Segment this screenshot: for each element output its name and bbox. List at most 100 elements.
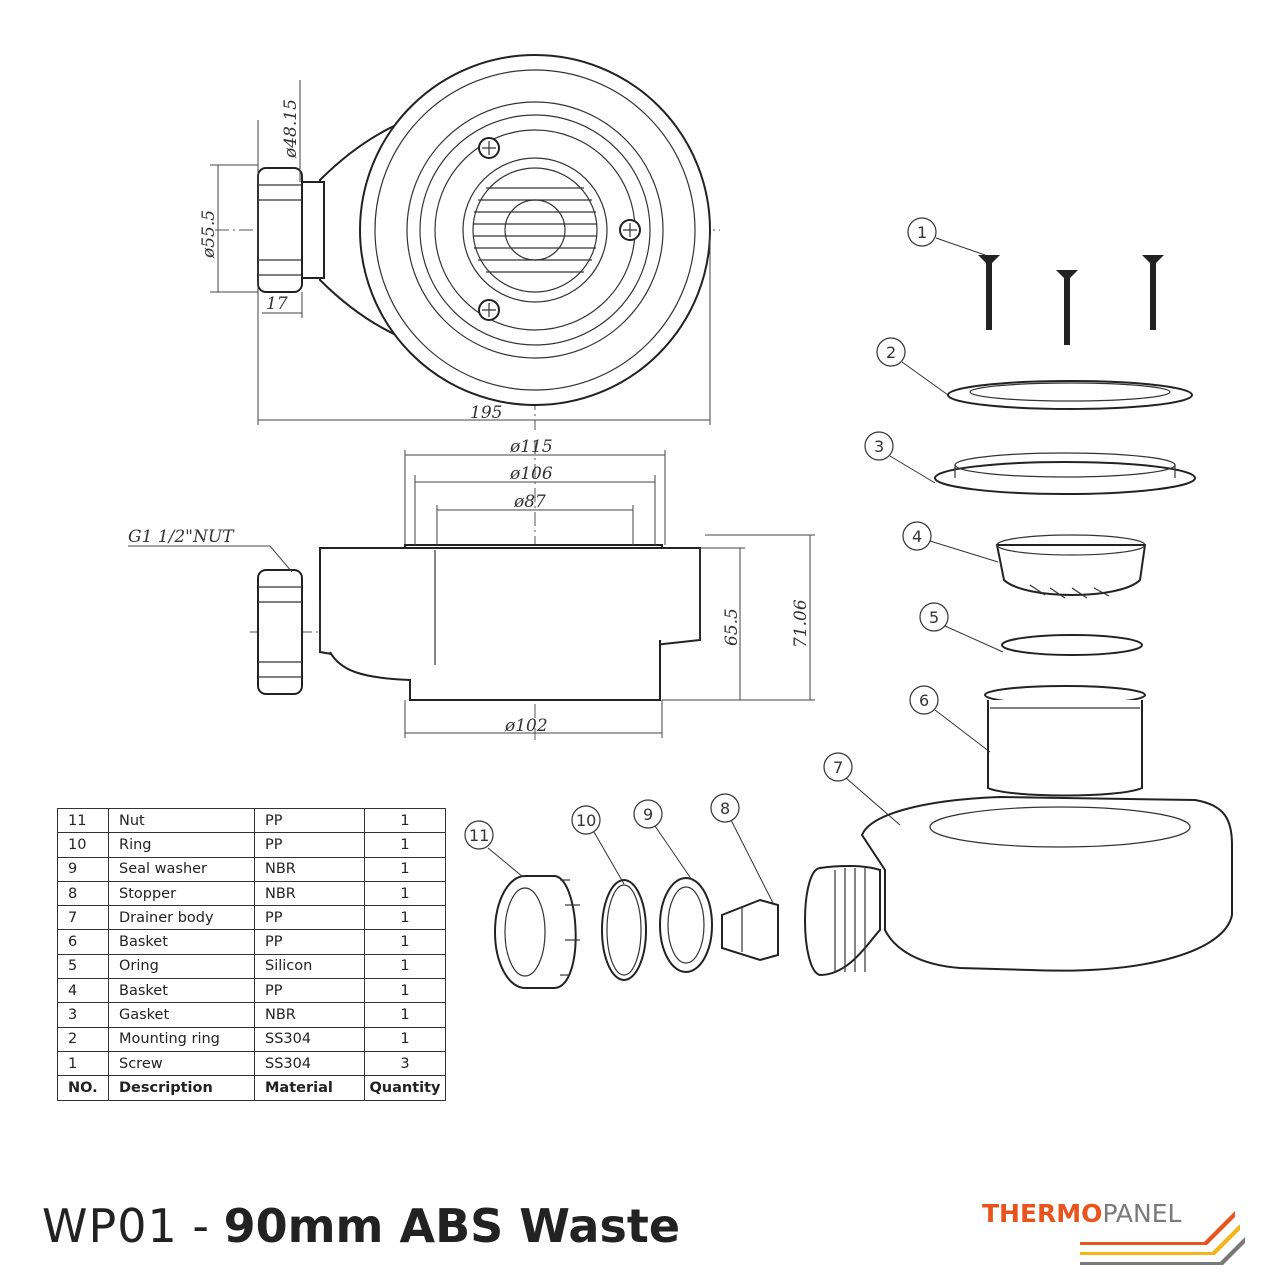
header-no: NO. [57,1075,109,1101]
cell-description: Nut [108,807,255,834]
cell-material: PP [254,929,365,955]
cell-material: Silicon [254,953,365,980]
cell-quantity: 1 [364,978,446,1004]
svg-text:8: 8 [720,799,730,818]
svg-text:6: 6 [919,691,929,710]
cell-material: NBR [254,880,365,907]
svg-text:9: 9 [643,805,653,824]
svg-text:4: 4 [912,527,922,546]
callout-1: 1 [907,217,986,256]
cell-quantity: 1 [364,807,446,834]
side-view: ø115 ø106 ø87 ø102 65.5 71.06 G1 1/2"NU [128,437,815,740]
cell-description: Stopper [108,880,255,907]
cell-no: 4 [57,978,109,1004]
brand-panel: PANEL [1102,1199,1182,1228]
cell-description: Gasket [108,1002,255,1028]
dim-55: ø55.5 [199,210,219,259]
product-name: 90mm ABS Waste [223,1199,681,1253]
dim-195: 195 [470,403,502,423]
cell-no: 9 [57,856,109,882]
callout-8: 8 [710,793,774,904]
brand-stripes-icon [1080,1211,1245,1265]
header-material: Material [254,1075,365,1101]
cell-quantity: 1 [364,856,446,882]
dim-87: ø87 [513,492,546,512]
callout-7: 7 [823,752,901,826]
cell-material: NBR [254,1002,365,1028]
cell-quantity: 1 [364,905,446,931]
cell-material: PP [254,978,365,1004]
cell-quantity: 1 [364,929,446,955]
svg-text:5: 5 [929,608,939,627]
cell-description: Oring [108,953,255,980]
svg-text:11: 11 [469,826,489,845]
product-code: WP01 [42,1199,178,1253]
exploded-parts [494,255,1233,989]
dim-71: 71.06 [791,599,811,648]
cell-description: Screw [108,1050,255,1077]
svg-text:10: 10 [576,811,596,830]
cell-no: 6 [57,929,109,955]
callout-10: 10 [571,805,625,885]
cell-quantity: 1 [364,1026,446,1052]
top-view: 195 ø55.5 17 ø48.15 [199,54,720,430]
cell-material: NBR [254,856,365,882]
cell-no: 2 [57,1026,109,1052]
part-screws [978,255,1164,345]
svg-text:2: 2 [886,343,896,362]
cell-description: Basket [108,929,255,955]
cell-material: PP [254,832,365,858]
callout-11: 11 [464,820,524,878]
cell-no: 10 [57,832,109,858]
cell-quantity: 1 [364,1002,446,1028]
callout-5: 5 [919,602,1004,653]
cell-quantity: 1 [364,953,446,980]
cell-description: Ring [108,832,255,858]
cell-no: 7 [57,905,109,931]
cell-no: 8 [57,880,109,907]
cell-description: Drainer body [108,905,255,931]
dim-48: ø48.15 [281,99,301,159]
cell-no: 1 [57,1050,109,1077]
dim-17: 17 [266,294,288,314]
cell-no: 11 [57,807,109,834]
cell-quantity: 1 [364,832,446,858]
cell-description: Basket [108,978,255,1004]
brand-thermo: THERMO [982,1199,1103,1228]
cell-description: Seal washer [108,856,255,882]
header-description: Description [108,1075,255,1101]
svg-text:7: 7 [833,758,843,777]
header-quantity: Quantity [364,1075,446,1101]
cell-material: PP [254,807,365,834]
callout-4: 4 [902,521,999,563]
title-separator: - [177,1199,224,1253]
dim-115: ø115 [509,437,553,457]
callout-6: 6 [909,685,991,753]
cell-material: SS304 [254,1026,365,1052]
dim-106: ø106 [509,464,553,484]
screw-heads [478,137,641,321]
product-title: WP01 - 90mm ABS Waste [42,1196,680,1256]
svg-text:1: 1 [917,223,927,242]
cell-no: 5 [57,953,109,980]
label-nut: G1 1/2"NUT [128,527,235,547]
cell-description: Mounting ring [108,1026,255,1052]
svg-text:3: 3 [874,437,884,456]
cell-material: SS304 [254,1050,365,1077]
cell-material: PP [254,905,365,931]
cell-no: 3 [57,1002,109,1028]
